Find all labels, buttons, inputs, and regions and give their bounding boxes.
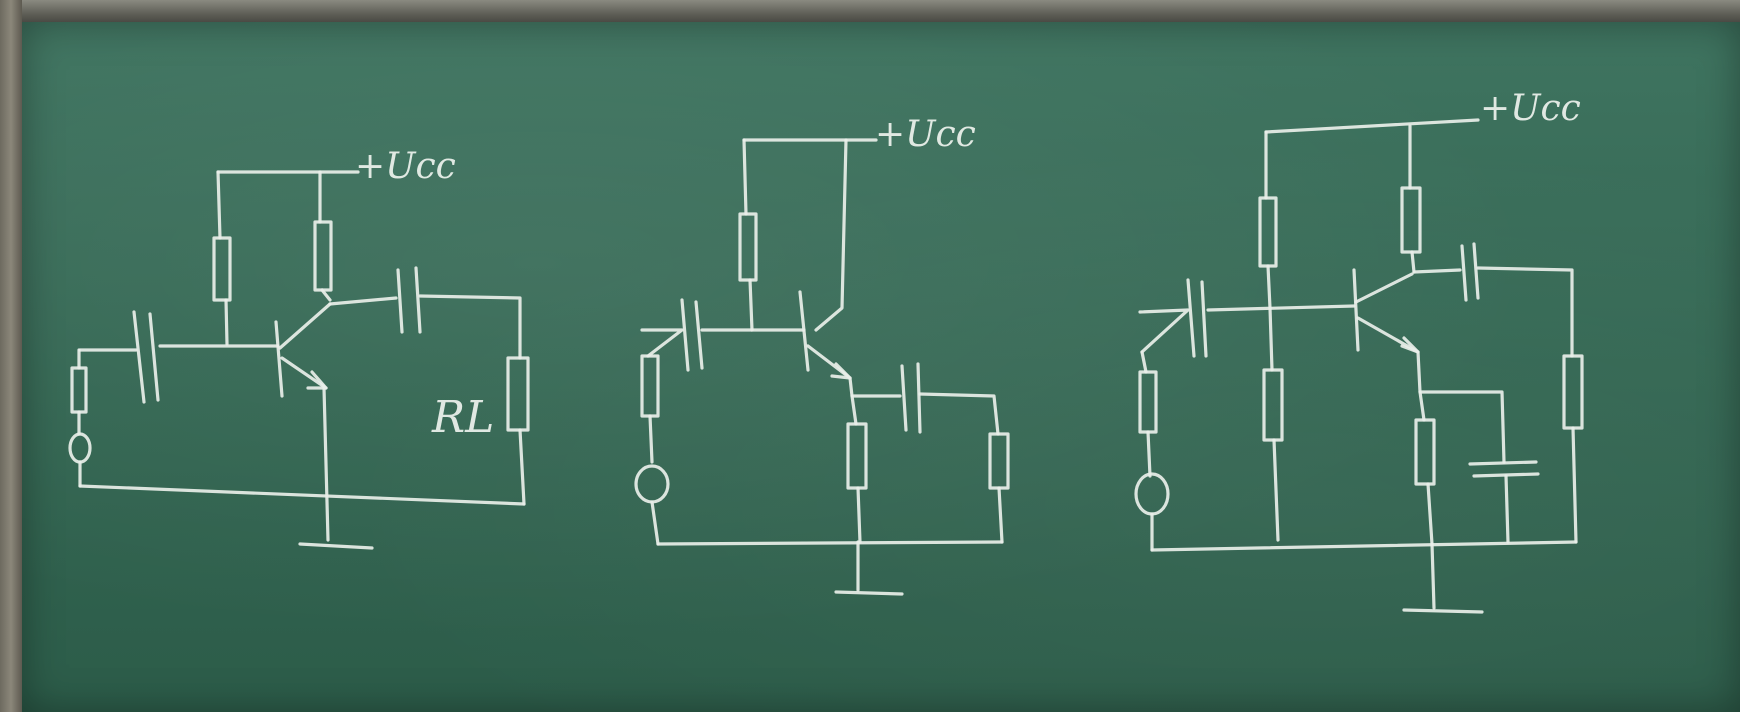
input-wire xyxy=(1138,308,1190,354)
output-wire xyxy=(918,392,1000,436)
transistor-collector xyxy=(1354,272,1414,304)
circuit-1: +Ucc RL xyxy=(68,146,530,550)
emitter-arrow xyxy=(306,370,328,390)
output-capacitor xyxy=(900,362,922,434)
transistor-emitter xyxy=(1356,316,1420,354)
upper-base-resistor xyxy=(1258,196,1278,268)
output-wire xyxy=(1476,266,1574,358)
ground-rail xyxy=(656,540,1004,546)
ground-symbol xyxy=(1402,608,1484,614)
source-wire xyxy=(1140,350,1152,478)
emitter-resistor-wire xyxy=(850,394,862,544)
load-resistor xyxy=(1562,354,1584,430)
load-ground-wire xyxy=(997,486,1004,544)
emitter-resistor xyxy=(1414,418,1436,486)
supply-label: +Ucc xyxy=(1480,88,1581,129)
emitter-wire xyxy=(848,376,902,398)
emitter-wire xyxy=(322,386,330,542)
input-capacitor xyxy=(132,310,160,404)
transistor-base-bar xyxy=(1352,268,1360,352)
board-rail xyxy=(0,0,22,712)
source-ground-wire xyxy=(650,500,660,546)
collector-output-wire xyxy=(328,296,398,306)
upper-base-resistor-wire xyxy=(1264,130,1272,310)
load-resistor xyxy=(988,432,1010,490)
base-wire xyxy=(1206,304,1356,312)
source-resistor xyxy=(70,366,88,414)
signal-source xyxy=(68,432,92,464)
collector-output-wire xyxy=(1412,268,1462,274)
lower-base-resistor xyxy=(1262,368,1284,442)
collector-resistor xyxy=(313,220,333,292)
transistor-base-bar xyxy=(274,320,284,398)
base-resistor xyxy=(212,236,232,302)
base-resistor xyxy=(738,212,758,282)
output-capacitor xyxy=(396,266,422,334)
circuit-2: +Ucc xyxy=(634,114,1010,596)
ground-symbol xyxy=(834,590,904,596)
input-capacitor xyxy=(1186,278,1208,358)
transistor-emitter xyxy=(280,356,328,390)
bypass-capacitor xyxy=(1468,460,1540,478)
output-wire xyxy=(418,294,522,360)
load-label: RL xyxy=(431,392,494,443)
source-wire xyxy=(648,414,654,464)
transistor-collector xyxy=(278,302,332,350)
base-resistor-wire xyxy=(216,170,229,346)
output-capacitor xyxy=(1460,242,1480,302)
chalkboard xyxy=(22,22,1740,712)
input-capacitor xyxy=(680,298,704,372)
emitter-resistor-wire xyxy=(1418,390,1434,546)
ground-rail xyxy=(78,484,526,506)
collector-resistor-wire xyxy=(318,170,332,302)
collector-resistor-wire xyxy=(1408,124,1416,274)
emitter-resistor xyxy=(846,422,868,490)
source-resistor xyxy=(640,354,660,418)
emitter-wire xyxy=(1416,350,1506,464)
load-resistor xyxy=(506,356,530,432)
collector-resistor xyxy=(1400,186,1422,254)
base-resistor-wire xyxy=(742,138,754,332)
lower-base-resistor-wire xyxy=(1268,306,1280,542)
ground-rail xyxy=(1150,540,1578,552)
ground-symbol xyxy=(298,542,374,550)
bypass-capacitor-wire xyxy=(1504,474,1510,544)
load-ground-wire xyxy=(518,428,526,506)
circuit-3: +Ucc xyxy=(1134,88,1584,614)
signal-source xyxy=(634,464,670,504)
supply-label: +Ucc xyxy=(355,146,456,187)
input-wire xyxy=(640,328,684,358)
ground-stem xyxy=(1430,542,1436,610)
source-resistor xyxy=(1138,370,1158,434)
signal-source xyxy=(1134,472,1170,516)
load-ground-wire xyxy=(1571,426,1578,544)
supply-rail xyxy=(1264,118,1480,134)
supply-label: +Ucc xyxy=(875,114,976,155)
collector-wire xyxy=(814,138,848,332)
